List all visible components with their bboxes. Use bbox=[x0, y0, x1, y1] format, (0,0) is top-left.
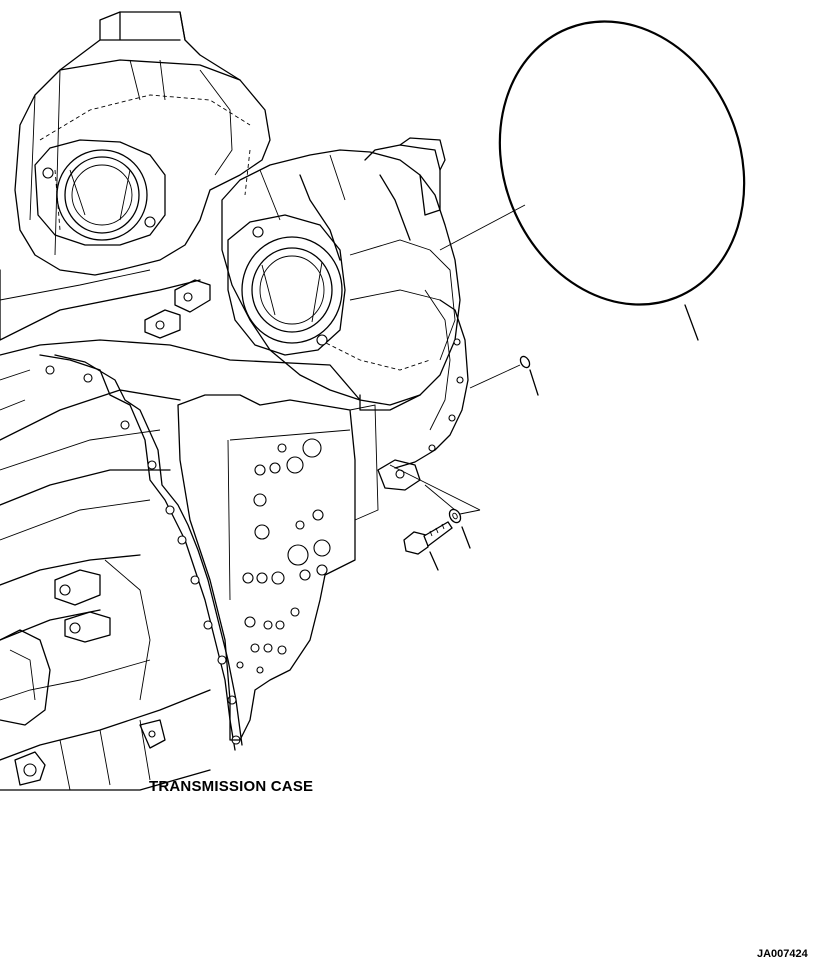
o-ring-callout bbox=[684, 304, 699, 341]
rear-bearing-boss bbox=[34, 139, 166, 246]
drawing-code: JA007424 bbox=[757, 948, 808, 960]
bolt-and-washer bbox=[389, 464, 481, 571]
rear-housing bbox=[0, 11, 271, 341]
mounting-tab bbox=[144, 279, 211, 339]
cover-flange bbox=[377, 289, 469, 491]
dowel-pin bbox=[469, 355, 539, 396]
front-bearing-boss bbox=[227, 214, 346, 356]
transmission-case-label: TRANSMISSION CASE bbox=[149, 778, 314, 795]
front-cover bbox=[221, 137, 461, 411]
oil-passages bbox=[236, 438, 331, 674]
o-ring bbox=[498, 20, 746, 306]
case-body bbox=[0, 339, 361, 791]
o-ring-centerline bbox=[439, 204, 526, 251]
valve-plate bbox=[177, 394, 379, 741]
